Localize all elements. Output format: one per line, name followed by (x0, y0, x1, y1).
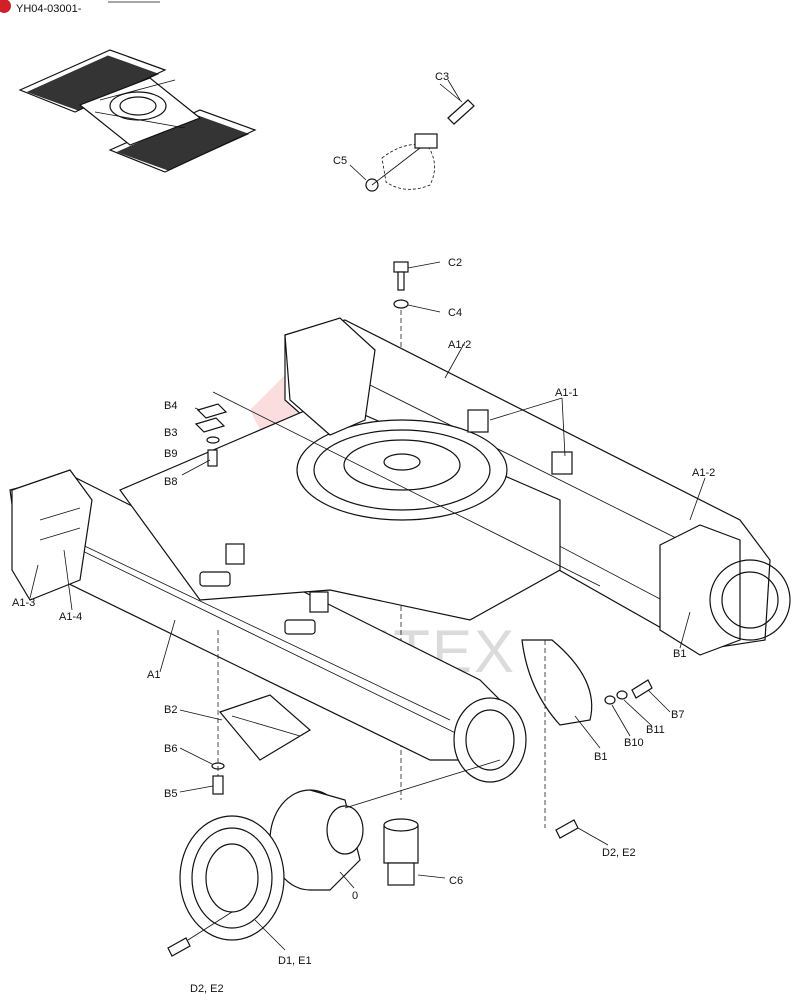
bolt-d2-right (555, 819, 579, 839)
cover-fasteners (604, 679, 653, 705)
label-d2-e2-left: D2, E2 (190, 983, 224, 995)
plate-stack-left (194, 391, 601, 587)
label-a1-3: A1-3 (12, 597, 35, 609)
label-c4: C4 (448, 307, 462, 319)
bolt-d2-left (167, 937, 191, 957)
cover-plate-b1 (521, 639, 593, 726)
swing-bracket-group (349, 83, 475, 192)
bracket-a1-1-a (467, 409, 489, 433)
label-a1: A1 (147, 669, 160, 681)
label-a1-4: A1-4 (59, 611, 82, 623)
track-frame (9, 317, 791, 783)
lower-guard-group (211, 630, 312, 795)
label-a1-2-top: A1-2 (448, 339, 471, 351)
header-badge (0, 0, 11, 13)
label-b6: B6 (164, 743, 177, 755)
label-a1-1: A1-1 (555, 387, 578, 399)
label-b5: B5 (164, 788, 177, 800)
label-c3: C3 (435, 71, 449, 83)
bracket-a1-1-b (551, 451, 573, 475)
label-b10: B10 (624, 737, 644, 749)
label-b8: B8 (164, 476, 177, 488)
label-b7: B7 (671, 709, 684, 721)
thumbnail-undercarriage (18, 49, 257, 173)
label-d1-e1: D1, E1 (278, 955, 312, 967)
label-b4: B4 (164, 400, 177, 412)
label-d2-e2-right: D2, E2 (602, 847, 636, 859)
label-a1-2-right: A1-2 (692, 467, 715, 479)
label-c5: C5 (333, 155, 347, 167)
travel-motor (269, 759, 501, 891)
motor-housing (453, 697, 527, 783)
label-b2: B2 (164, 704, 177, 716)
label-zero: 0 (352, 890, 358, 902)
leader-lines (29, 79, 706, 889)
label-b1-lower: B1 (594, 751, 607, 763)
label-b9: B9 (164, 448, 177, 460)
label-b3: B3 (164, 427, 177, 439)
sprocket (179, 815, 286, 951)
idler-cover-right (659, 524, 741, 656)
label-c6: C6 (449, 875, 463, 887)
label-c2: C2 (448, 257, 462, 269)
label-b1-right: B1 (673, 648, 686, 660)
header-code: YH04-03001- (16, 3, 82, 15)
label-b11: B11 (646, 724, 665, 736)
swivel-joint-c6 (383, 818, 446, 886)
